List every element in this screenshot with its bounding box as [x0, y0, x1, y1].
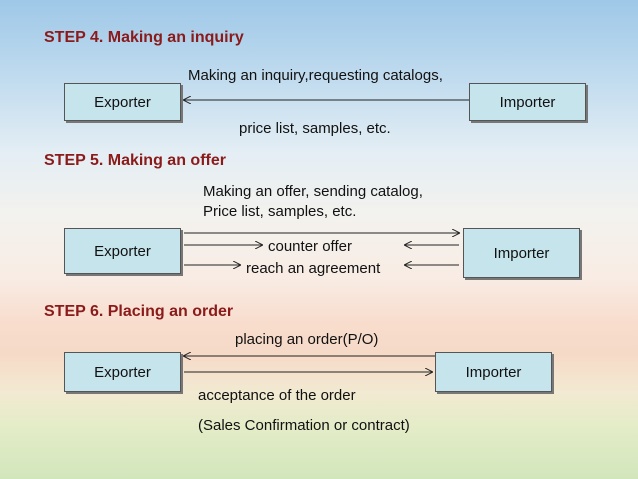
step5-importer-box: Importer: [463, 228, 580, 278]
step6-label-bottom1: acceptance of the order: [198, 387, 356, 404]
step4-importer-box: Importer: [469, 83, 586, 121]
step5-exporter-box: Exporter: [64, 228, 181, 274]
step6-label-top: placing an order(P/O): [235, 331, 379, 348]
step5-label-agreement: reach an agreement: [246, 260, 381, 277]
step4-title: STEP 4. Making an inquiry: [44, 29, 244, 46]
step4-exporter-box: Exporter: [64, 83, 181, 121]
step5-label-line1: Making an offer, sending catalog,: [203, 183, 423, 200]
step6-title: STEP 6. Placing an order: [44, 303, 234, 320]
step4-label-top: Making an inquiry,requesting catalogs,: [188, 67, 443, 84]
step5-label-counter: counter offer: [268, 238, 352, 255]
step6-importer-box: Importer: [435, 352, 552, 392]
step5-label-line2: Price list, samples, etc.: [203, 203, 357, 220]
step6-label-bottom2: (Sales Confirmation or contract): [198, 417, 410, 434]
step5-title: STEP 5. Making an offer: [44, 152, 226, 169]
step4-label-bottom: price list, samples, etc.: [239, 120, 391, 137]
step6-exporter-box: Exporter: [64, 352, 181, 392]
